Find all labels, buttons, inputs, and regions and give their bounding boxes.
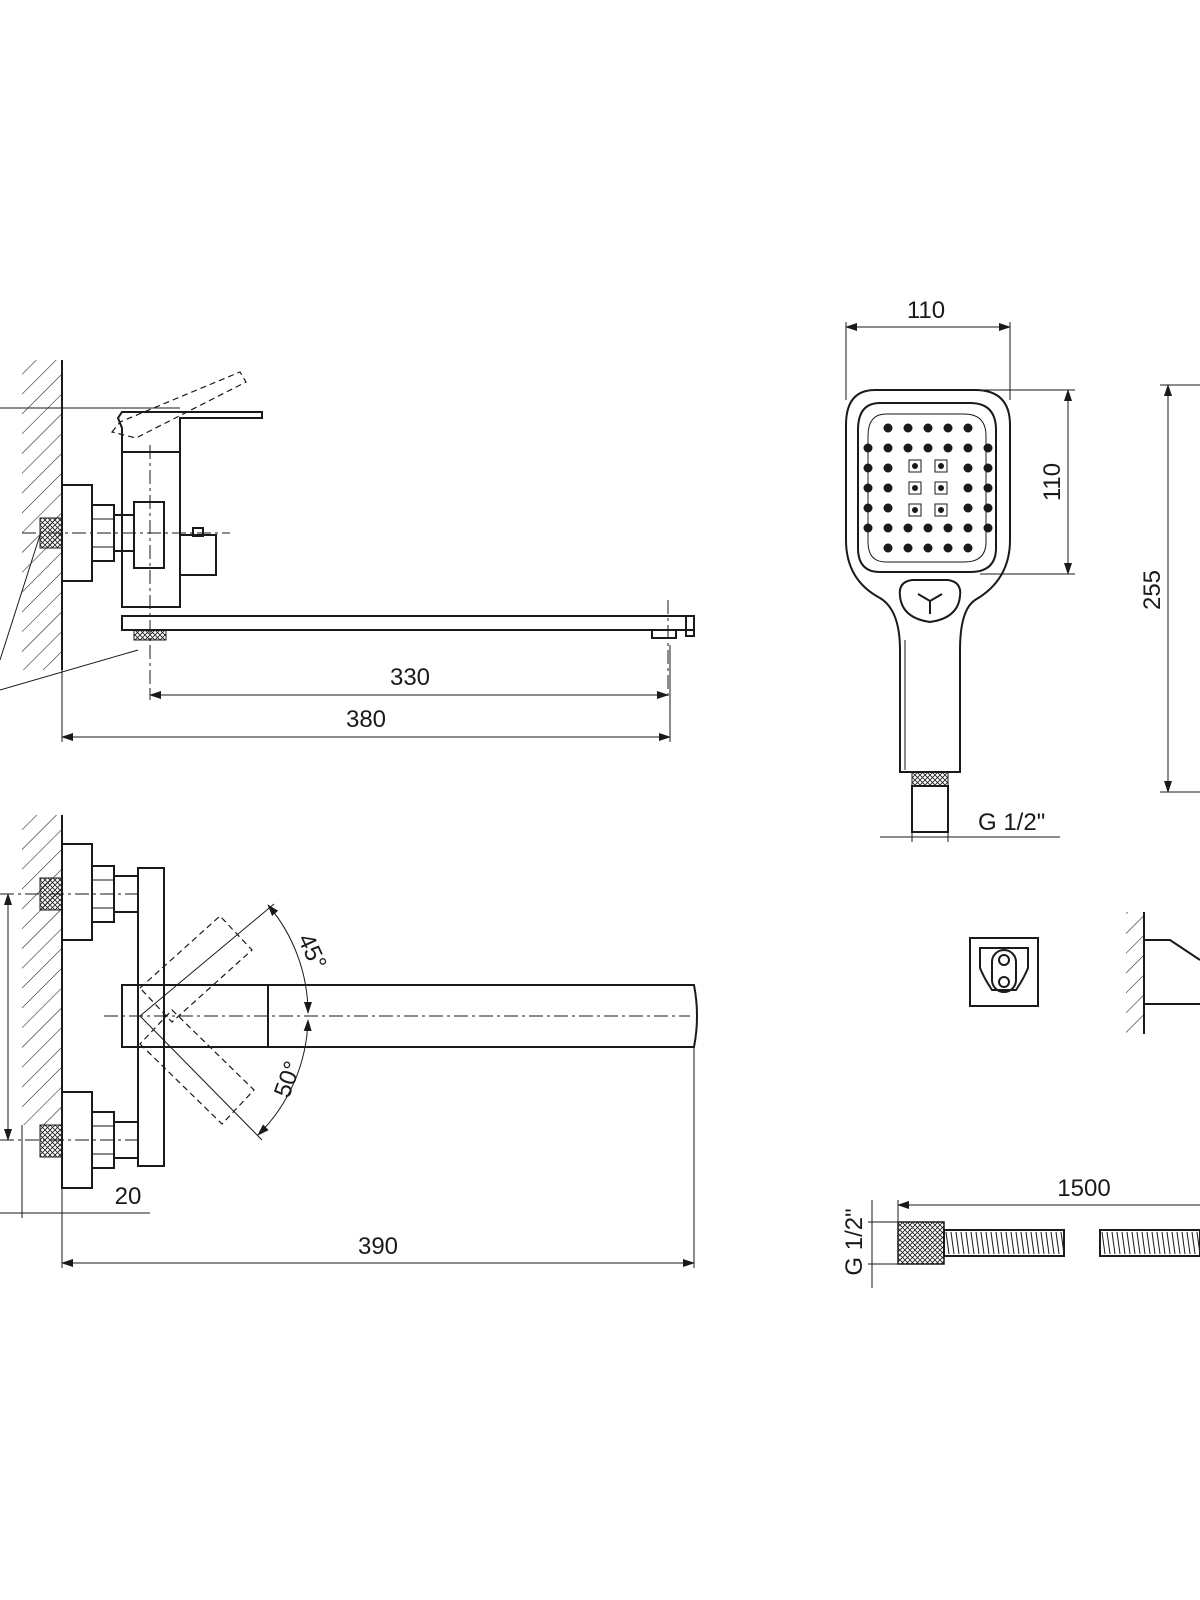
nozzle-dot bbox=[943, 543, 953, 553]
spray-nozzles bbox=[863, 423, 993, 553]
dim-20: 20 bbox=[115, 1183, 142, 1210]
spout-top bbox=[121, 984, 698, 1048]
flange-top-upper bbox=[61, 843, 93, 941]
center-nozzle bbox=[908, 503, 922, 517]
dim-380: 380 bbox=[346, 706, 386, 733]
center-nozzle bbox=[934, 503, 948, 517]
wall-hatch-holder bbox=[1126, 912, 1144, 1034]
holder-front bbox=[969, 937, 1039, 1007]
nozzle-dot bbox=[863, 463, 873, 473]
arc-45 bbox=[267, 904, 312, 1014]
dim-390: 390 bbox=[358, 1233, 398, 1260]
hose-segment-2 bbox=[1099, 1229, 1200, 1257]
nozzle-dot bbox=[923, 543, 933, 553]
nozzle-dot bbox=[963, 543, 973, 553]
nozzle-dot bbox=[963, 483, 973, 493]
shower-head-outline bbox=[845, 389, 1011, 773]
nozzle-dot bbox=[983, 483, 993, 493]
spray-face bbox=[857, 402, 997, 573]
nozzle-dot bbox=[983, 523, 993, 533]
dim-330: 330 bbox=[390, 664, 430, 691]
nozzle-dot bbox=[938, 463, 944, 469]
nozzle-dot bbox=[938, 485, 944, 491]
nozzle-dot bbox=[903, 423, 913, 433]
nozzle-dot bbox=[883, 523, 893, 533]
mixer-side-view: 330 380 bbox=[0, 360, 695, 742]
shower-thread-label: G 1/2" bbox=[978, 809, 1045, 836]
angle-45: 45° bbox=[292, 930, 332, 974]
mixer-body-top bbox=[137, 867, 165, 1167]
mixer-body-side bbox=[121, 451, 181, 608]
nozzle-dot bbox=[903, 523, 913, 533]
nozzle-dot bbox=[883, 543, 893, 553]
spout-side bbox=[121, 615, 695, 631]
spout-tip bbox=[685, 615, 695, 637]
nozzle-dot bbox=[883, 463, 893, 473]
arc-50 bbox=[257, 1019, 312, 1136]
nozzle-dot bbox=[983, 443, 993, 453]
diverter-housing bbox=[133, 501, 165, 569]
nozzle-dot bbox=[943, 423, 953, 433]
aerator-side bbox=[651, 629, 677, 639]
nozzle-dot bbox=[963, 443, 973, 453]
shower-thread bbox=[911, 771, 949, 787]
nozzle-dot bbox=[903, 443, 913, 453]
hose-thread-label: G 1/2" bbox=[841, 1208, 868, 1275]
nozzle-dot bbox=[883, 423, 893, 433]
spout-ghost-down bbox=[139, 1009, 255, 1125]
nozzle-dot bbox=[943, 523, 953, 533]
holder-side bbox=[1144, 939, 1200, 1005]
nozzle-dot bbox=[938, 507, 944, 513]
nozzle-dot bbox=[923, 423, 933, 433]
mode-symbol-icon bbox=[917, 593, 943, 614]
dim-hose-length: 1500 bbox=[1057, 1175, 1110, 1202]
nozzle-dot bbox=[912, 507, 918, 513]
nozzle-dot bbox=[863, 443, 873, 453]
hose-segment-1 bbox=[943, 1229, 1065, 1257]
nozzle-dot bbox=[883, 483, 893, 493]
nozzle-dot bbox=[912, 463, 918, 469]
diverter-knob-side bbox=[179, 534, 217, 576]
nozzle-dot bbox=[963, 423, 973, 433]
hose-ribs bbox=[945, 1231, 1200, 1255]
nozzle-dot bbox=[963, 523, 973, 533]
nozzle-dot bbox=[883, 503, 893, 513]
nozzle-dot bbox=[883, 443, 893, 453]
hand-shower: 110 110 255 G 1/2" bbox=[845, 297, 1200, 842]
center-nozzle bbox=[908, 459, 922, 473]
lever-handle-side bbox=[116, 411, 263, 453]
spout-ghost-up bbox=[139, 915, 253, 1023]
wall-holder bbox=[969, 912, 1200, 1034]
nozzle-dot bbox=[903, 543, 913, 553]
dim-head-height: 110 bbox=[1039, 463, 1066, 501]
nozzle-dot bbox=[863, 503, 873, 513]
spray-mode-button bbox=[898, 579, 962, 624]
dim-head-width: 110 bbox=[907, 297, 945, 324]
hose-nut bbox=[897, 1221, 945, 1265]
lever-raised-ghost bbox=[110, 371, 247, 439]
nozzle-dot bbox=[983, 503, 993, 513]
center-nozzle bbox=[934, 459, 948, 473]
shower-hose: G 1/2" 1500 bbox=[841, 1175, 1200, 1288]
nozzle-dot bbox=[923, 443, 933, 453]
nozzle-dot bbox=[983, 463, 993, 473]
nozzle-dot bbox=[863, 523, 873, 533]
nozzle-dot bbox=[923, 523, 933, 533]
dim-shower-length: 255 bbox=[1139, 570, 1166, 610]
nozzle-dot bbox=[943, 443, 953, 453]
center-nozzle bbox=[908, 481, 922, 495]
nozzle-dot bbox=[912, 485, 918, 491]
wall-hatch-side bbox=[22, 360, 62, 670]
mixer-top-view: 45° 50° 20 390 bbox=[0, 815, 698, 1268]
wall-hatch-top bbox=[22, 815, 62, 1125]
center-nozzle bbox=[934, 481, 948, 495]
thread-top-lower bbox=[39, 1124, 63, 1158]
nozzle-dot bbox=[863, 483, 873, 493]
nozzle-dot bbox=[963, 503, 973, 513]
nozzle-dot bbox=[963, 463, 973, 473]
